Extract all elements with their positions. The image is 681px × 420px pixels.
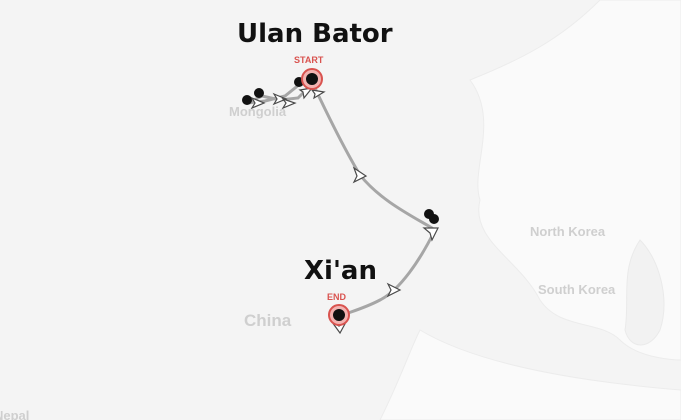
arrow-icon (310, 89, 326, 100)
stop-dots (242, 77, 439, 224)
arrow-icon (272, 92, 288, 106)
country-label-north-korea: North Korea (530, 224, 606, 239)
country-label-nepal: Nepal (0, 408, 30, 420)
end-marker-dot (333, 309, 345, 321)
country-label-mongolia: Mongolia (229, 104, 287, 119)
japan-coast (624, 239, 665, 346)
sea-area-south (379, 329, 681, 420)
arrow-icon (386, 282, 402, 298)
end-marker[interactable] (328, 304, 350, 326)
stop-dot[interactable] (242, 95, 252, 105)
start-tag: START (294, 55, 324, 65)
start-marker[interactable] (301, 68, 323, 90)
end-tag: END (327, 292, 347, 302)
country-label-south-korea: South Korea (538, 282, 616, 297)
stop-dot[interactable] (254, 88, 264, 98)
arrow-icon (281, 97, 297, 110)
stop-dot[interactable] (429, 214, 439, 224)
arrow-icon (250, 96, 266, 110)
arrow-icon (352, 166, 368, 184)
route-segment-south (312, 84, 434, 230)
destination-title: Xi'an (304, 256, 377, 286)
country-label-china: China (244, 311, 292, 330)
route-arrows (250, 87, 439, 335)
origin-title: Ulan Bator (237, 19, 393, 49)
route-segment-southwest (338, 230, 436, 318)
start-marker-dot (306, 73, 318, 85)
arrow-icon (422, 227, 439, 242)
